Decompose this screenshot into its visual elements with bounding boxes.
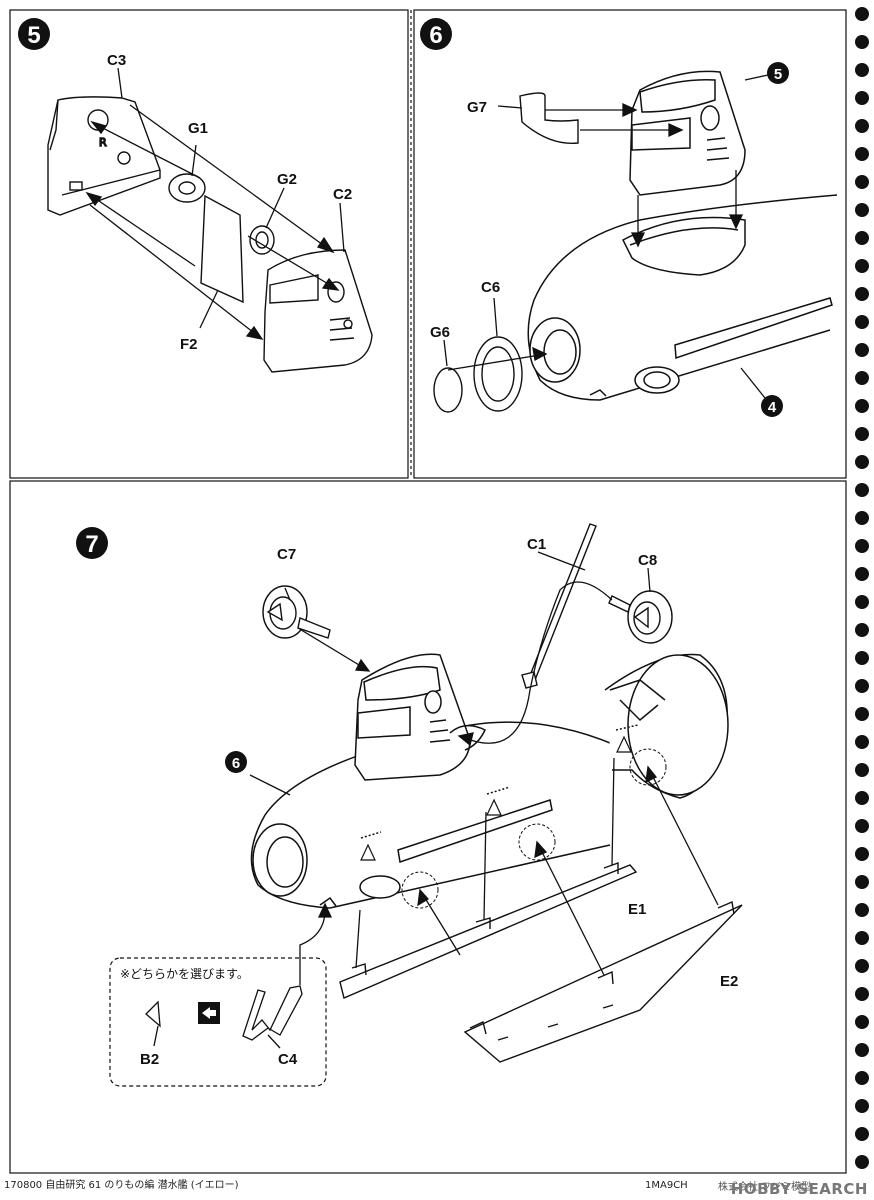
choice-icon (198, 1002, 220, 1024)
label-c7: C7 (277, 546, 296, 563)
part-g2 (249, 225, 275, 255)
step-7-mount-arrows (360, 735, 632, 861)
svg-text:5: 5 (27, 22, 40, 49)
part-c2-tower-half (263, 249, 373, 373)
step-5-labels: C3 G1 G2 C2 F2 (107, 52, 352, 353)
label-c1: C1 (527, 536, 546, 553)
ref-5: 5 (774, 66, 782, 83)
part-e2 (463, 901, 743, 1063)
step-7: 7 (76, 523, 743, 1087)
step-7-detail-circles (401, 748, 667, 909)
step-6-badge: 6 (420, 18, 452, 50)
footer-company: 株式会社 フジミ模型 (718, 1182, 812, 1193)
ref-4: 4 (768, 399, 777, 416)
step-5: 5 R (18, 18, 373, 373)
footer-code: 1MA9CH (645, 1180, 688, 1191)
part-tower-5 (629, 70, 746, 196)
label-b2: B2 (140, 1051, 159, 1068)
part-g6 (433, 367, 463, 413)
footer-product-line: 170800 自由研究 61 のりもの編 潜水艦 (イエロー) (4, 1180, 239, 1191)
binding-holes (855, 7, 869, 1169)
label-c8: C8 (638, 552, 657, 569)
svg-text:R: R (99, 136, 107, 149)
label-e2: E2 (720, 973, 738, 990)
label-g2: G2 (277, 171, 297, 188)
part-g7 (519, 92, 579, 145)
label-c4: C4 (278, 1051, 298, 1068)
label-g1: G1 (188, 120, 208, 137)
label-c6: C6 (481, 279, 500, 296)
step-7-labels: C7 C1 C8 6 E1 E2 (225, 536, 738, 990)
svg-text:6: 6 (429, 22, 442, 49)
choice-note: ※どちらかを選びます。 (120, 967, 249, 981)
part-c6 (473, 336, 523, 412)
watermark: HOBBY SEARCH (730, 1180, 868, 1198)
step-6-labels: 5 4 G7 C6 G6 (430, 62, 789, 417)
part-c3-tower-half: R (47, 96, 161, 216)
panel-frames (9, 9, 847, 1174)
label-c3: C3 (107, 52, 126, 69)
part-c7 (262, 585, 331, 639)
part-assembly-6 (250, 653, 729, 909)
step-5-badge: 5 (18, 18, 50, 50)
part-c4 (242, 985, 303, 1049)
label-g6: G6 (430, 324, 450, 341)
svg-text:7: 7 (85, 531, 98, 558)
label-e1: E1 (628, 901, 646, 918)
part-hull-4 (527, 194, 838, 401)
step-5-arrows (85, 67, 345, 340)
part-f2 (200, 194, 244, 304)
step-7-arrows (249, 551, 719, 985)
label-g7: G7 (467, 99, 487, 116)
part-g1 (168, 173, 206, 203)
label-f2: F2 (180, 336, 198, 353)
label-c2: C2 (333, 186, 352, 203)
step-6: 6 (420, 18, 838, 417)
part-c8 (608, 590, 673, 644)
step-7-badge: 7 (76, 527, 108, 559)
option-choice-box: ※どちらかを選びます。 B2 C4 (109, 957, 327, 1087)
part-b2 (145, 1000, 161, 1047)
step-6-arrows (443, 74, 769, 399)
ref-6: 6 (232, 755, 240, 772)
